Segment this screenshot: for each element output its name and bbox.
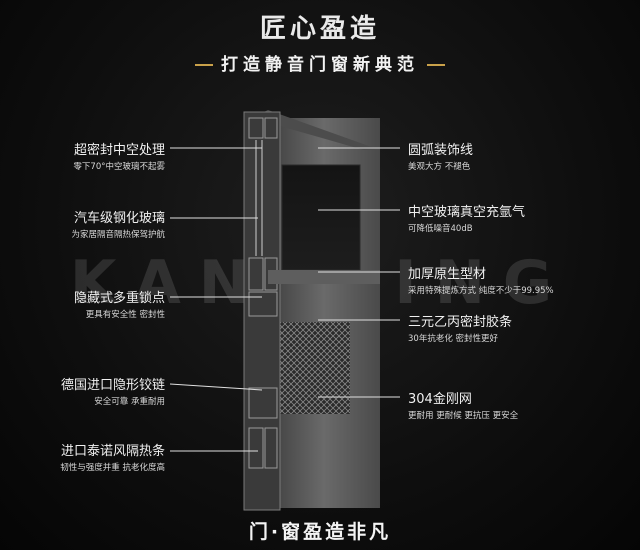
label-title: 进口泰诺风隔热条 bbox=[60, 444, 165, 459]
page-title: 匠心盈造 bbox=[259, 14, 380, 44]
label-tempered-glass: 汽车级钢化玻璃 为家居隔音隔热保驾护航 bbox=[71, 207, 165, 240]
glass-pane bbox=[281, 164, 361, 271]
chamber-bottom bbox=[248, 427, 264, 469]
footer-slogan: 门·窗盈造非凡 bbox=[248, 521, 392, 543]
chamber-top bbox=[248, 117, 264, 139]
label-desc: 可降低噪音40dB bbox=[408, 224, 473, 234]
chamber-bottom-2 bbox=[264, 427, 278, 469]
label-title: 304金刚网 bbox=[408, 392, 472, 407]
label-desc: 更具有安全性 密封性 bbox=[85, 310, 165, 320]
label-thick-profile: 加厚原生型材 采用特殊提炼方式 纯度不少于99.95% bbox=[408, 263, 554, 296]
label-desc: 为家居隔音隔热保驾护航 bbox=[71, 230, 165, 240]
mesh-pattern bbox=[278, 322, 350, 414]
chamber-hinge bbox=[248, 387, 278, 419]
label-argon-glass: 中空玻璃真空充氩气 可降低噪音40dB bbox=[408, 201, 525, 234]
accent-bar-left bbox=[195, 64, 213, 66]
left-leaders bbox=[169, 147, 263, 452]
label-title: 超密封中空处理 bbox=[73, 143, 165, 158]
label-insulated-seal: 超密封中空处理 零下70°中空玻璃不起雾 bbox=[73, 139, 165, 172]
label-title: 隐藏式多重锁点 bbox=[73, 291, 165, 306]
leader-left-4 bbox=[169, 383, 263, 391]
label-epdm-seal: 三元乙丙密封胶条 30年抗老化 密封性更好 bbox=[408, 311, 512, 344]
chamber-mid bbox=[248, 257, 264, 291]
label-desc: 更耐用 更耐候 更抗压 更安全 bbox=[408, 411, 519, 421]
label-hinge: 德国进口隐形铰链 安全可靠 承重耐用 bbox=[61, 374, 165, 407]
accent-bar-right bbox=[427, 64, 445, 66]
label-desc: 安全可靠 承重耐用 bbox=[94, 397, 165, 407]
transom-bar bbox=[268, 270, 380, 284]
label-thermal-strip: 进口泰诺风隔热条 韧性与强度并重 抗老化度高 bbox=[60, 440, 165, 473]
page-subtitle: 打造静音门窗新典范 bbox=[0, 50, 640, 75]
label-desc: 30年抗老化 密封性更好 bbox=[408, 334, 499, 344]
label-arc-trim: 圆弧装饰线 美观大方 不褪色 bbox=[408, 139, 473, 172]
right-leaders bbox=[318, 147, 400, 398]
label-title: 三元乙丙密封胶条 bbox=[408, 315, 513, 330]
label-diamond-mesh: 304金刚网 更耐用 更耐候 更抗压 更安全 bbox=[408, 388, 518, 421]
chamber-lock bbox=[248, 291, 278, 317]
label-desc: 采用特殊提炼方式 纯度不少于99.95% bbox=[408, 286, 554, 296]
label-title: 汽车级钢化玻璃 bbox=[73, 211, 165, 226]
label-title: 圆弧装饰线 bbox=[408, 143, 474, 158]
label-hidden-locks: 隐藏式多重锁点 更具有安全性 密封性 bbox=[74, 287, 165, 320]
label-desc: 韧性与强度并重 抗老化度高 bbox=[60, 463, 165, 473]
label-title: 中空玻璃真空充氩气 bbox=[408, 205, 526, 220]
label-desc: 美观大方 不褪色 bbox=[408, 162, 471, 172]
label-desc: 零下70°中空玻璃不起雾 bbox=[73, 162, 165, 172]
subtitle-text: 打造静音门窗新典范 bbox=[221, 55, 419, 75]
chamber-top-2 bbox=[264, 117, 278, 139]
label-title: 德国进口隐形铰链 bbox=[60, 378, 165, 393]
frame-top-bevel bbox=[252, 110, 380, 150]
label-title: 加厚原生型材 bbox=[408, 267, 487, 282]
